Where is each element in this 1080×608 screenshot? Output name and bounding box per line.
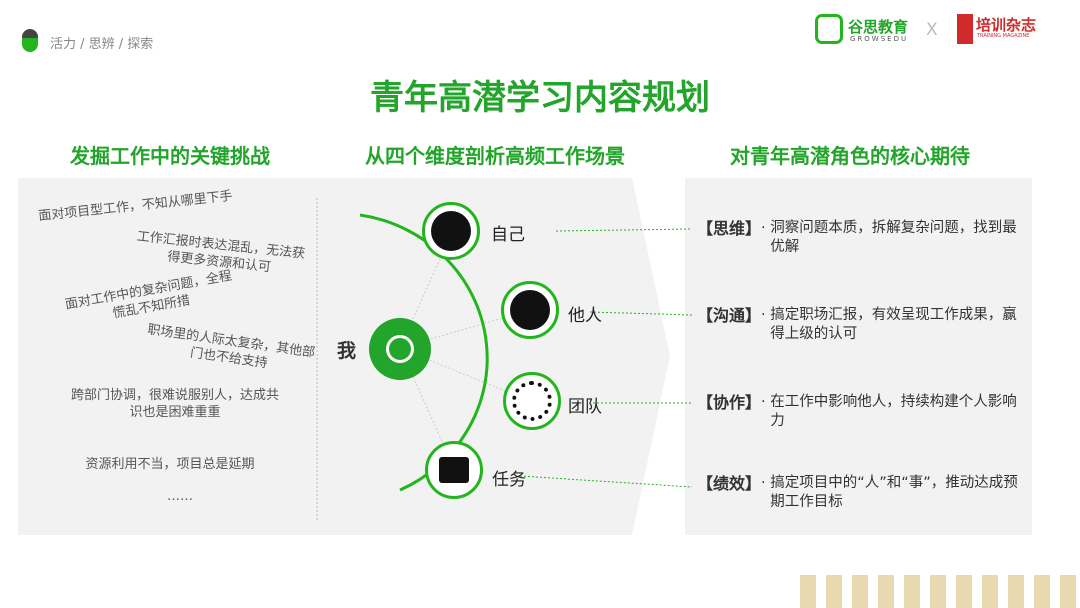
logo-growsedu: 谷思教育 (848, 18, 909, 36)
expectation-text: 搞定项目中的“人”和“事”，推动达成预期工作目标 (770, 475, 1018, 510)
expectation-item: 【绩效】· 搞定项目中的“人”和“事”，推动达成预期工作目标 (697, 474, 1022, 512)
page-title: 青年高潜学习内容规划 (370, 78, 710, 118)
challenge-item: 跨部门协调，很难说服别人，达成共识也是困难重重 (70, 388, 279, 420)
expectation-text: 在工作中影响他人，持续构建个人影响力 (770, 394, 1017, 429)
column-title-expectations: 对青年高潜角色的核心期待 (730, 144, 970, 168)
challenge-item: 资源利用不当，项目总是延期 (85, 457, 255, 472)
logo-training-magazine-sub: TRAINING MAGAZINE (977, 33, 1030, 39)
dimension-label: 自己 (491, 225, 525, 245)
left-arrow-panel (18, 178, 670, 535)
column-title-dimensions: 从四个维度剖析高频工作场景 (365, 144, 625, 168)
expectation-item: 【沟通】· 搞定职场汇报，有效呈现工作成果，赢得上级的认可 (697, 306, 1022, 344)
person-pointer-icon (501, 281, 559, 339)
column-title-challenges: 发掘工作中的关键挑战 (70, 144, 270, 168)
desk-work-icon (425, 441, 483, 499)
expectation-tag: 【绩效】 (697, 474, 762, 493)
brand-dot-icon (22, 38, 38, 52)
logo-separator: X (926, 20, 938, 40)
expectation-text: 洞察问题本质，拆解复杂问题，找到最优解 (770, 220, 1017, 255)
dimension-label: 他人 (568, 306, 602, 326)
dimension-label: 团队 (568, 397, 602, 417)
growsedu-logo-icon (815, 14, 843, 44)
expectation-tag: 【思维】 (697, 219, 762, 238)
team-icon (503, 372, 561, 430)
logo-training-magazine: 培训杂志 (976, 16, 1037, 34)
expectation-tag: 【沟通】 (697, 306, 762, 325)
center-label: 我 (337, 340, 357, 362)
expectation-item: 【思维】· 洞察问题本质，拆解复杂问题，找到最优解 (697, 219, 1022, 257)
logo-growsedu-sub: GROWSEDU (850, 35, 909, 43)
training-magazine-logo-icon (957, 14, 973, 44)
head-brain-icon (422, 202, 480, 260)
expectation-tag: 【协作】 (697, 393, 762, 412)
challenge-item: …… (167, 489, 193, 504)
right-panel (685, 178, 1032, 535)
expectation-text: 搞定职场汇报，有效呈现工作成果，赢得上级的认可 (770, 307, 1017, 342)
breadcrumb: 活力 / 思辨 / 探索 (50, 37, 154, 52)
person-icon (369, 318, 431, 380)
expectation-item: 【协作】· 在工作中影响他人，持续构建个人影响力 (697, 393, 1022, 431)
dimension-label: 任务 (492, 470, 526, 490)
decorative-characters-illustration (800, 575, 1080, 608)
